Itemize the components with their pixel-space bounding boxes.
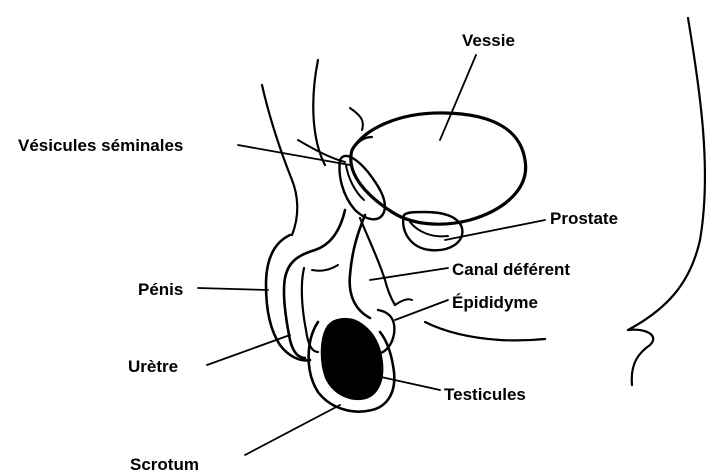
- pelvic-lines: [262, 60, 363, 235]
- label-uretre: Urètre: [128, 357, 178, 376]
- body-outline: [628, 18, 705, 385]
- label-epididyme: Épididyme: [452, 293, 538, 312]
- label-prostate: Prostate: [550, 209, 618, 228]
- label-testicules: Testicules: [444, 385, 526, 404]
- label-canal-deferent: Canal déférent: [452, 260, 570, 279]
- label-penis: Pénis: [138, 280, 183, 299]
- prostate: [403, 212, 462, 250]
- bladder: [351, 113, 526, 224]
- label-vessie: Vessie: [462, 31, 515, 50]
- label-vesicules-seminales: Vésicules séminales: [18, 136, 183, 155]
- label-scrotum: Scrotum: [130, 455, 199, 474]
- testicle: [322, 319, 383, 399]
- vas-deferens: [350, 215, 395, 318]
- pubic-curve: [425, 322, 545, 340]
- epididymis: [378, 299, 412, 354]
